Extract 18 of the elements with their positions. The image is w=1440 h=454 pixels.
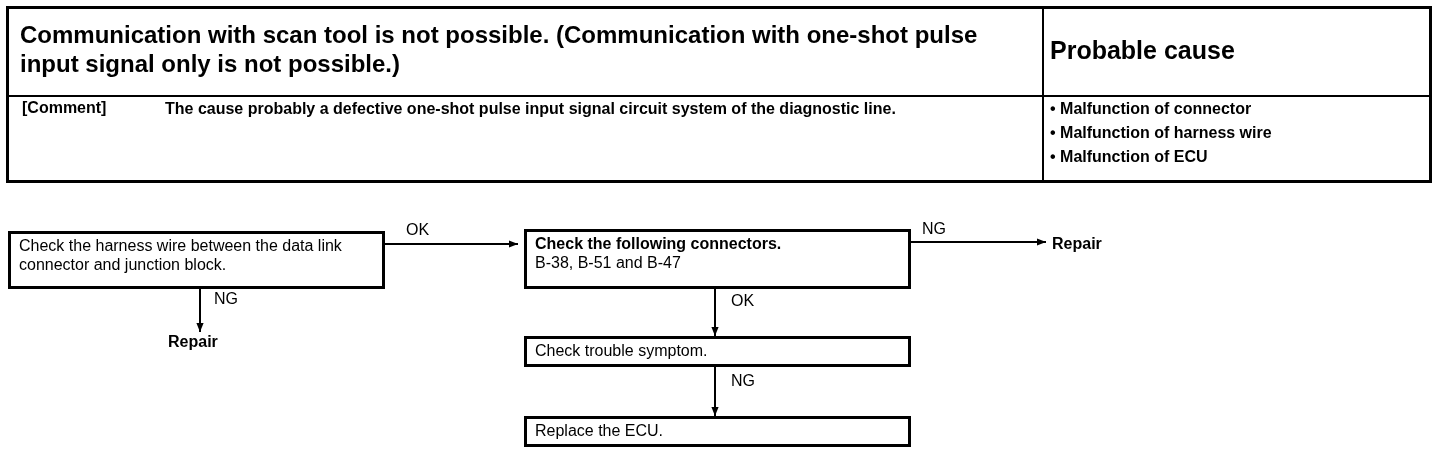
process-box: Check trouble symptom. bbox=[524, 336, 911, 367]
result-text: Repair bbox=[1052, 234, 1142, 254]
arrow bbox=[910, 238, 1047, 246]
bullet-item: • Malfunction of harness wire bbox=[1050, 123, 1273, 143]
table-heading: Communication with scan tool is not possible. (Communication with one-shot pulse input signal only is not possible.) bbox=[20, 20, 979, 78]
comment-tag: [Comment] bbox=[22, 99, 107, 117]
process-box: Check the harness wire between the data link connector and junction block. bbox=[8, 231, 385, 289]
comment-text: The cause probably a defective one-shot pulse input signal circuit system of the diagnostic line. bbox=[165, 99, 897, 119]
arrow bbox=[711, 366, 719, 417]
bullet-item: • Malfunction of connector bbox=[1050, 99, 1253, 119]
process-box: Check the following connectors. B-38, B-51 and B-47 bbox=[524, 229, 911, 289]
arrow bbox=[196, 288, 204, 333]
result-text: Repair bbox=[168, 332, 258, 352]
bullet-item: • Malfunction of ECU bbox=[1050, 147, 1209, 167]
process-box: Replace the ECU. bbox=[524, 416, 911, 447]
arrow bbox=[711, 288, 719, 337]
arrow bbox=[384, 240, 519, 248]
column-heading: Probable cause bbox=[1050, 36, 1235, 65]
